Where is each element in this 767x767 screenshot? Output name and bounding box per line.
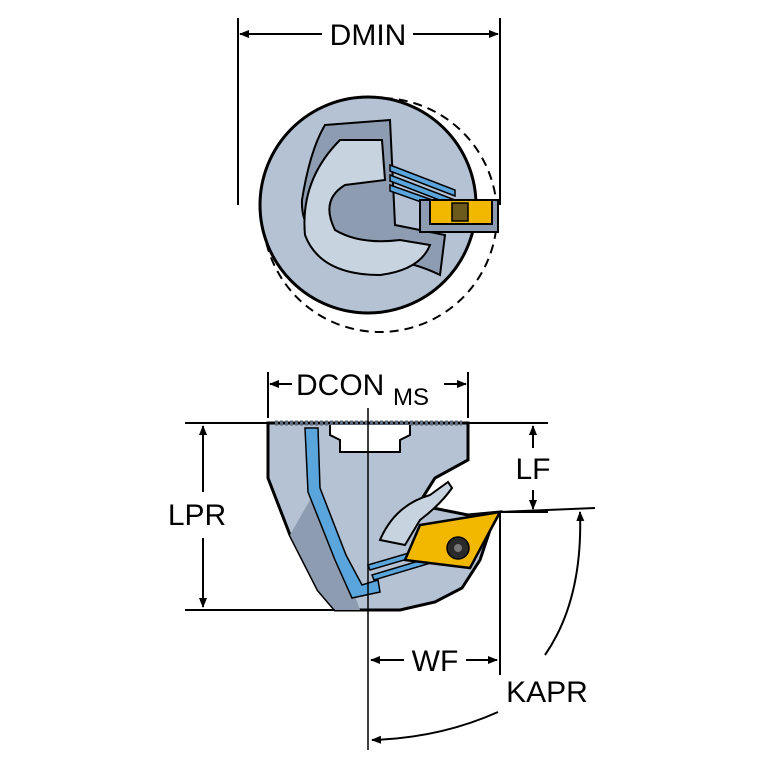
- t-slot: [329, 425, 411, 453]
- dcon-label: DCON: [296, 369, 384, 402]
- lf-label: LF: [515, 453, 550, 486]
- wf-label: WF: [412, 645, 459, 678]
- dcon-subscript: MS: [393, 384, 429, 411]
- coolant-channel-side: [304, 427, 381, 599]
- chip-flute: [378, 480, 454, 547]
- top-view: DMIN: [237, 18, 501, 333]
- body-shadow: [290, 500, 360, 610]
- side-view: DCON MS LPR LF WF KAPR: [168, 369, 596, 750]
- kapr-arc-upper: [544, 511, 585, 656]
- kapr-label: KAPR: [506, 676, 588, 709]
- kapr-reference-line: [499, 507, 596, 513]
- lpr-label: LPR: [168, 499, 226, 532]
- insert-screw-top: [451, 202, 469, 222]
- clamp-surface: [303, 139, 432, 277]
- dmin-label: DMIN: [330, 19, 407, 52]
- insert-screw-hole: [454, 544, 462, 552]
- kapr-arc-lower: [371, 711, 499, 744]
